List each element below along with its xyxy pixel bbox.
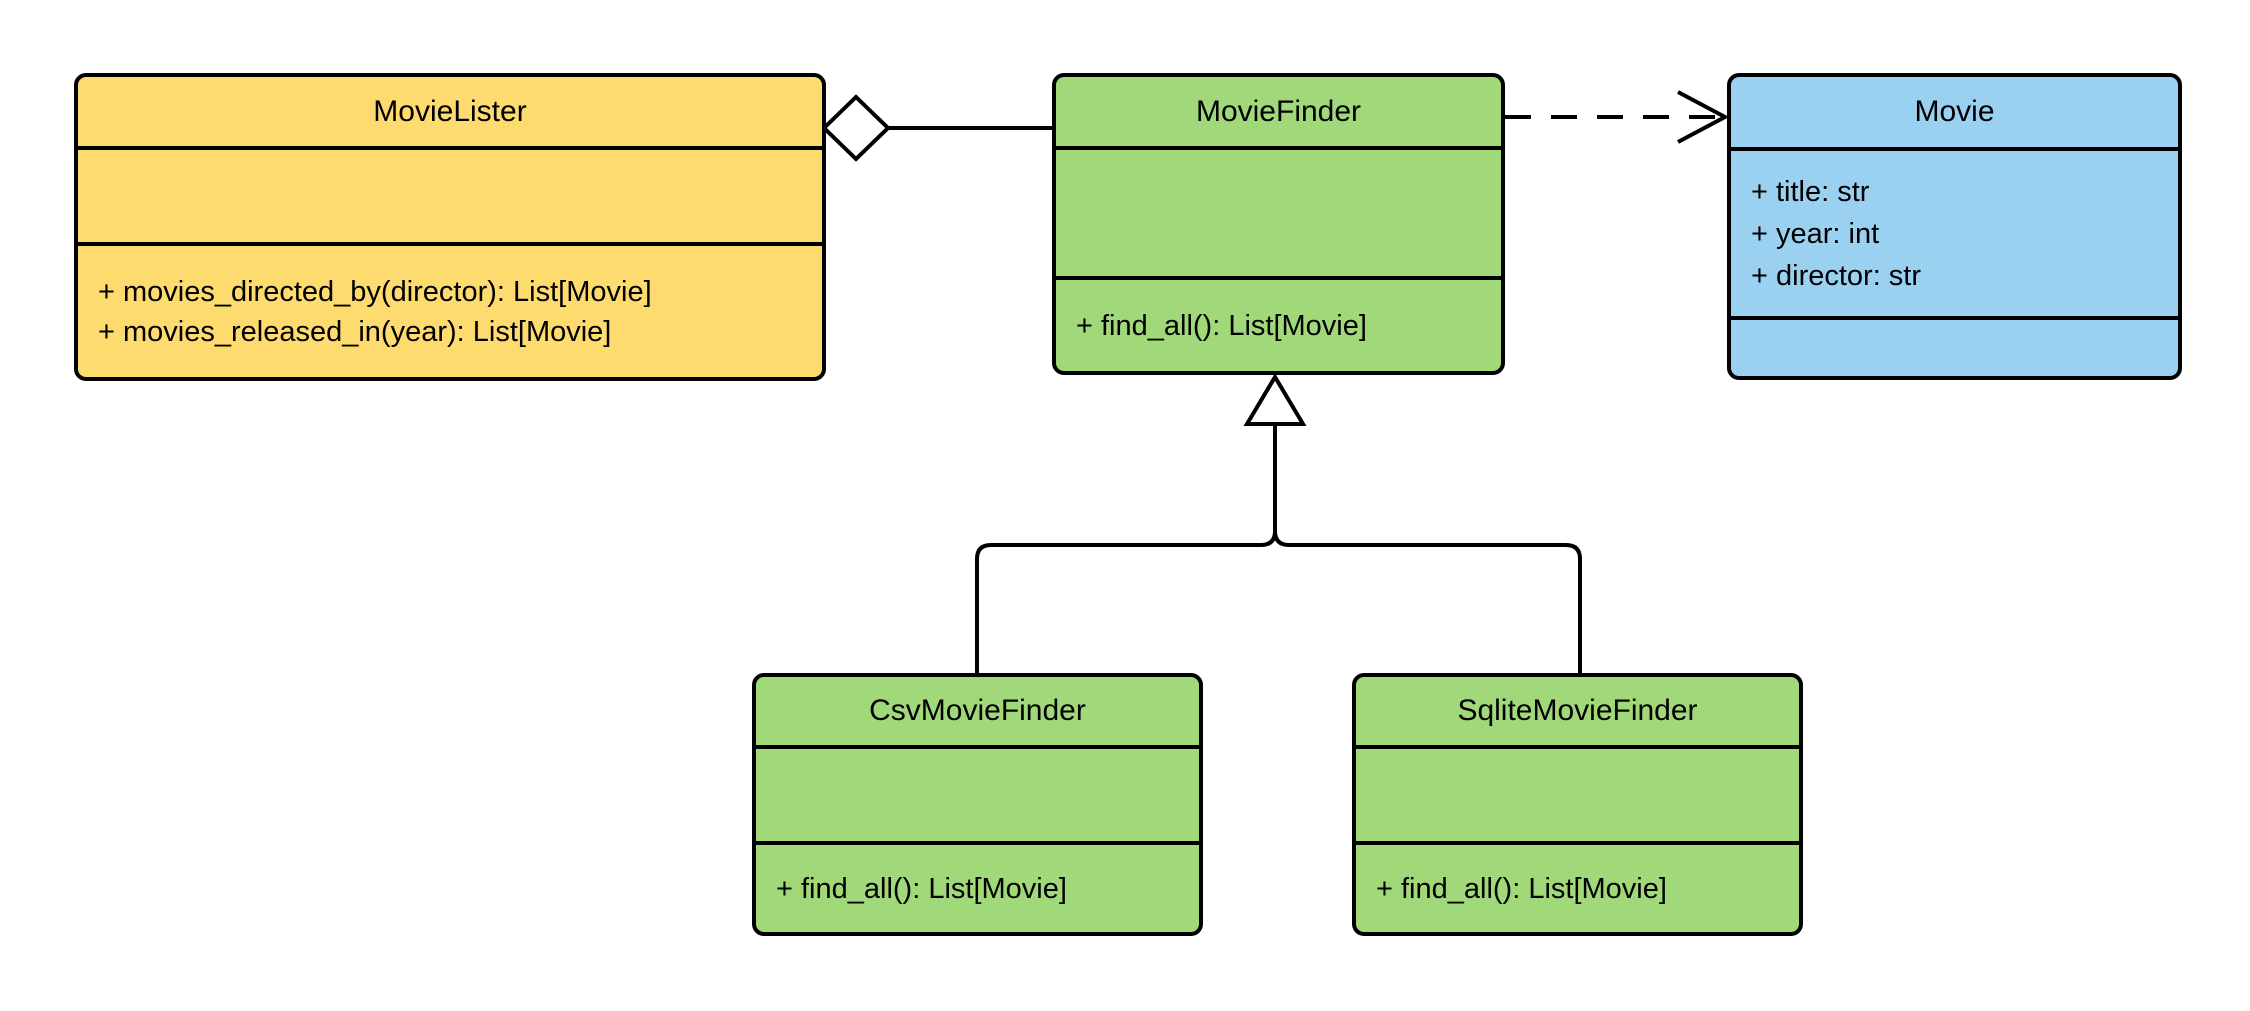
methods-compartment xyxy=(1731,316,2178,376)
class-title: MovieLister xyxy=(373,94,527,128)
class-title: Movie xyxy=(1914,95,1995,128)
methods-compartment: + find_all(): List[Movie] xyxy=(756,841,1199,932)
aggregation-diamond-icon xyxy=(821,94,891,162)
generalization-connector-sqlite xyxy=(1273,424,1582,675)
attribute-label: + year: int xyxy=(1751,217,1880,250)
class-box-movielister: MovieLister + movies_directed_by(directo… xyxy=(74,73,826,381)
method-label: + movies_released_in(year): List[Movie] xyxy=(98,315,612,348)
attributes-compartment xyxy=(78,146,822,242)
methods-compartment: + find_all(): List[Movie] xyxy=(1356,841,1799,932)
dependency-open-arrowhead-icon xyxy=(1677,90,1730,144)
class-box-sqlitemoviefinder: SqliteMovieFinder + find_all(): List[Mov… xyxy=(1352,673,1803,936)
method-label: + find_all(): List[Movie] xyxy=(1376,872,1667,905)
generalization-triangle-icon xyxy=(1243,373,1307,426)
class-title: MovieFinder xyxy=(1195,94,1362,128)
method-label: + movies_directed_by(director): List[Mov… xyxy=(98,275,652,308)
class-title: SqliteMovieFinder xyxy=(1457,694,1698,727)
attributes-compartment xyxy=(1356,745,1799,841)
attributes-compartment: + title: str + year: int + director: str xyxy=(1731,147,2178,316)
methods-compartment: + movies_directed_by(director): List[Mov… xyxy=(78,242,822,377)
generalization-connector-csv xyxy=(975,424,1277,675)
attribute-label: + title: str xyxy=(1751,175,1870,208)
method-label: + find_all(): List[Movie] xyxy=(776,872,1067,905)
class-box-csvmoviefinder: CsvMovieFinder + find_all(): List[Movie] xyxy=(752,673,1203,936)
class-box-movie: Movie + title: str + year: int + directo… xyxy=(1727,73,2182,380)
attribute-label: + director: str xyxy=(1751,259,1922,292)
class-box-moviefinder: MovieFinder + find_all(): List[Movie] xyxy=(1052,73,1505,375)
methods-compartment: + find_all(): List[Movie] xyxy=(1056,276,1501,371)
class-title: CsvMovieFinder xyxy=(869,694,1086,727)
method-label: + find_all(): List[Movie] xyxy=(1076,309,1367,342)
attributes-compartment xyxy=(1056,146,1501,276)
attributes-compartment xyxy=(756,745,1199,841)
